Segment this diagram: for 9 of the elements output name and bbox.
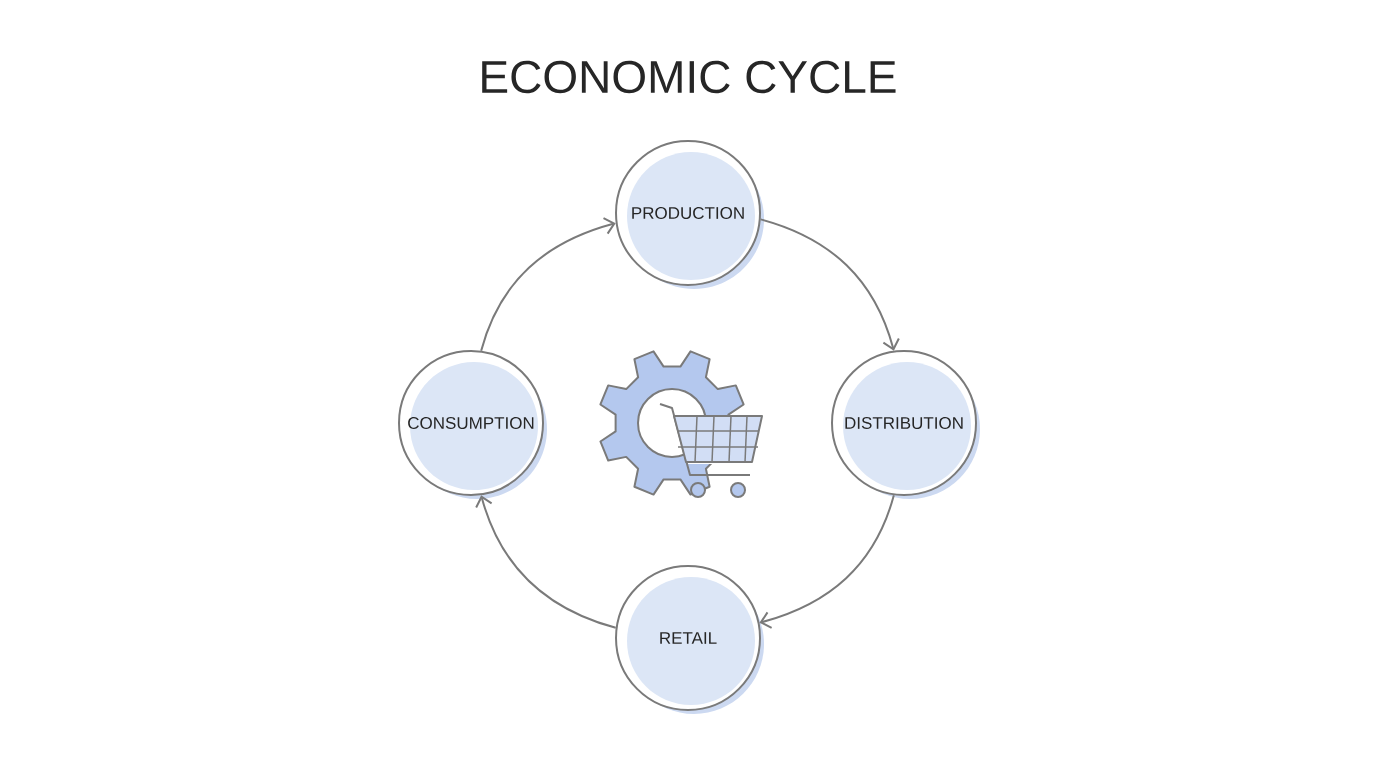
node-label: CONSUMPTION — [408, 416, 534, 430]
node-label: PRODUCTION — [632, 206, 744, 220]
arrow — [475, 495, 617, 629]
title: ECONOMIC CYCLE — [482, 60, 896, 94]
arrow — [480, 217, 616, 352]
node-label: DISTRIBUTION — [845, 416, 963, 430]
arrow — [759, 494, 895, 629]
node-label: RETAIL — [660, 632, 717, 644]
arrow — [759, 218, 900, 351]
